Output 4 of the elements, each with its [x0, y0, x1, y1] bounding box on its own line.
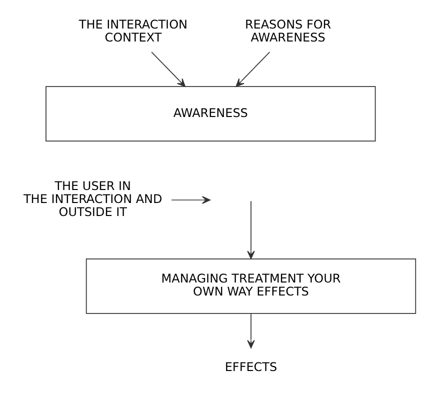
- node-text: REASONS FOR AWARENESS: [244, 18, 332, 45]
- node-text: THE USER IN THE INTERACTION AND OUTSIDE IT: [23, 178, 162, 220]
- node-text: THE INTERACTION CONTEXT: [78, 18, 188, 45]
- node-text: EFFECTS: [224, 360, 278, 374]
